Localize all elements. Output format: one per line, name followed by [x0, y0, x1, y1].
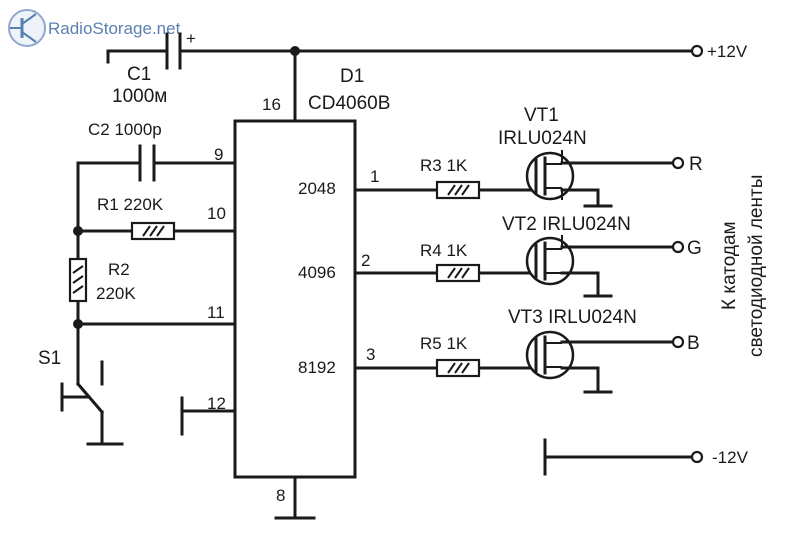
mosfet-vt1[interactable]	[525, 150, 575, 201]
r5-label: R5 1K	[420, 334, 468, 353]
oscillator-network: C2 1000p R1 220K R2 220K	[38, 120, 237, 446]
pin-9-label: 9	[214, 145, 223, 164]
pin-16-label: 16	[262, 95, 281, 114]
ic-d1: D1 CD4060B 16 9 10 11 12 8 2048 4096 819…	[180, 66, 390, 520]
r2-ref: R2	[108, 260, 130, 279]
s1-label: S1	[38, 348, 61, 369]
c1-ref: C1	[127, 64, 151, 85]
ic-ref: D1	[340, 66, 364, 87]
output-r-terminal[interactable]	[671, 156, 685, 170]
pin-10-label: 10	[207, 204, 226, 223]
output-g-terminal[interactable]	[671, 240, 685, 254]
r4-label: R4 1K	[420, 241, 468, 260]
output-r-label: R	[689, 154, 703, 175]
output-b-terminal[interactable]	[671, 335, 685, 349]
vt3-label: VT3 IRLU024N	[508, 307, 637, 328]
mosfet-vt2[interactable]	[525, 235, 575, 286]
pin-11-label: 11	[207, 303, 225, 322]
channel-1: 1 R3 1K VT1 IRLU024N R	[353, 105, 703, 208]
positive-terminal[interactable]	[690, 44, 704, 58]
c2-label: C2 1000p	[88, 120, 162, 139]
output-4096-label: 4096	[298, 263, 336, 282]
c1-value: 1000м	[112, 86, 167, 107]
led-strip-note-2: светодиодной ленты	[746, 175, 767, 357]
negative-supply: -12V	[543, 438, 749, 476]
ic-part-number: CD4060B	[308, 93, 390, 114]
transistor-logo-icon	[8, 9, 46, 47]
output-b-label: B	[687, 333, 700, 354]
positive-voltage-label: +12V	[707, 42, 748, 61]
note-line-1: К катодам	[719, 221, 740, 310]
c1-polarity-mark: +	[186, 29, 196, 48]
positive-rail: +12V	[106, 42, 748, 123]
channel-2: 2 R4 1K VT2 IRLU024N G	[353, 214, 702, 298]
vt1-label: VT1	[524, 105, 559, 126]
channel-3: 3 R5 1K VT3 IRLU024N B	[353, 307, 700, 394]
r2-value: 220K	[96, 284, 136, 303]
channel-1-label: 1	[370, 167, 379, 186]
led-strip-note: К катодам	[719, 221, 740, 310]
output-2048-label: 2048	[298, 179, 336, 198]
channel-3-label: 3	[366, 345, 375, 364]
r3-label: R3 1K	[420, 156, 468, 175]
pin-12-label: 12	[207, 394, 226, 413]
capacitor-c1: + C1 1000м	[112, 29, 196, 107]
output-g-label: G	[687, 238, 702, 259]
site-logo[interactable]: RadioStorage.net	[8, 9, 181, 47]
vt1-part: IRLU024N	[498, 128, 587, 149]
vt2-label: VT2 IRLU024N	[502, 214, 631, 235]
r1-label: R1 220K	[97, 195, 164, 214]
ic-body[interactable]	[233, 119, 357, 479]
note-line-2: светодиодной ленты	[746, 175, 767, 357]
pin-8-label: 8	[276, 486, 285, 505]
channel-2-label: 2	[361, 251, 370, 270]
negative-voltage-label: -12V	[712, 448, 749, 467]
logo-text: RadioStorage.net	[48, 19, 181, 38]
switch-s1[interactable]	[60, 322, 124, 446]
mosfet-vt3[interactable]	[525, 330, 575, 380]
negative-terminal[interactable]	[690, 450, 704, 464]
output-8192-label: 8192	[298, 358, 336, 377]
